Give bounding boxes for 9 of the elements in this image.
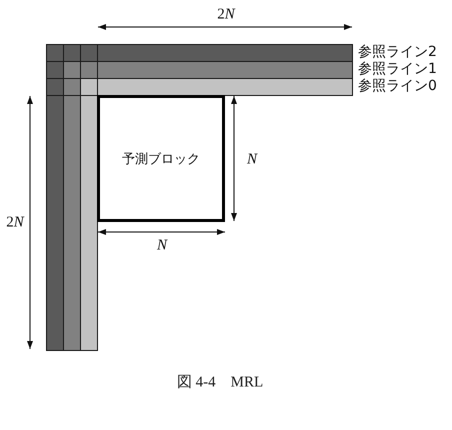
- dimension-label: N: [157, 238, 167, 254]
- band-label: 参照ライン1: [358, 61, 437, 78]
- dimension-label: N: [247, 152, 257, 168]
- band-label: 参照ライン0: [358, 78, 437, 95]
- dimension-label: 2N: [6, 216, 24, 230]
- dimension-label: 2N: [217, 8, 235, 22]
- block-label: 予測ブロック: [122, 150, 200, 168]
- figure-caption: 図 4-4 MRL: [176, 374, 264, 392]
- band-label: 参照ライン2: [358, 44, 437, 61]
